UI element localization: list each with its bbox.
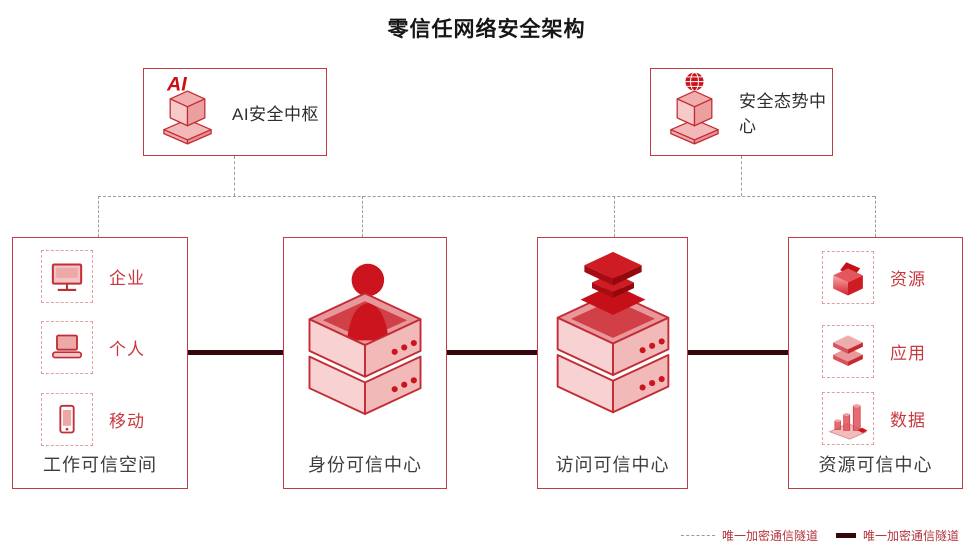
identity-server-icon [298, 255, 432, 423]
dashed-connector-ai-down [234, 156, 235, 196]
mobile-icon [41, 393, 93, 446]
item-label: 企业 [109, 269, 145, 288]
workspace-item-mobile: 移动 [41, 393, 145, 446]
dashed-connector-horizontal [98, 196, 875, 197]
svg-text:AI: AI [166, 73, 187, 95]
dashed-connector-to-identity [362, 196, 363, 237]
access-server-icon [546, 250, 680, 423]
dashed-connector-to-resource [875, 196, 876, 237]
node-label: AI安全中枢 [232, 104, 320, 124]
legend-item-solid: 唯一加密通信隧道 [835, 527, 959, 544]
laptop-icon [41, 321, 93, 374]
ai-pedestal-icon: AI [156, 72, 219, 153]
item-label: 个人 [109, 340, 145, 359]
tunnel-line-identity-access [447, 350, 537, 355]
resource-item-data: 数据 [822, 392, 926, 445]
resource-cube-icon [822, 251, 874, 304]
identity-center-title: 身份可信中心 [308, 455, 422, 475]
diagram-title: 零信任网络安全架构 [387, 18, 586, 41]
resource-item-application: 应用 [822, 325, 926, 378]
resource-center-title: 资源可信中心 [818, 455, 933, 475]
resource-item-resource: 资源 [822, 251, 926, 304]
node-security-posture-center: 安全态势中心 [650, 68, 833, 156]
identity-center-box: 身份可信中心 [283, 237, 447, 489]
access-center-title: 访问可信中心 [555, 455, 670, 475]
workspace-box: 企业 个人 移动 工作可信空间 [12, 237, 188, 489]
desktop-icon [41, 250, 93, 303]
legend: 唯一加密通信隧道 唯一加密通信隧道 [680, 527, 959, 544]
legend-label: 唯一加密通信隧道 [721, 529, 818, 543]
solid-line-sample [835, 533, 856, 538]
dashed-connector-posture-down [741, 156, 742, 196]
resource-center-box: 资源 应用 [788, 237, 963, 489]
workspace-title: 工作可信空间 [43, 455, 157, 475]
item-label: 应用 [890, 344, 926, 363]
node-label: 安全态势中心 [739, 92, 827, 136]
tunnel-line-access-resource [688, 350, 788, 355]
data-bars-icon [822, 392, 874, 445]
dashed-connector-to-access [614, 196, 615, 237]
workspace-item-enterprise: 企业 [41, 250, 145, 303]
globe-pedestal-icon [663, 71, 726, 153]
dashed-connector-to-workspace [98, 196, 99, 237]
legend-item-dashed: 唯一加密通信隧道 [680, 527, 818, 544]
tunnel-line-workspace-identity [188, 350, 283, 355]
workspace-item-personal: 个人 [41, 321, 145, 374]
node-ai-security-hub: AI AI安全中枢 [143, 68, 327, 156]
item-label: 数据 [890, 411, 926, 430]
legend-label: 唯一加密通信隧道 [862, 529, 959, 543]
item-label: 移动 [109, 412, 145, 431]
dashed-line-sample [680, 535, 715, 536]
access-center-box: 访问可信中心 [537, 237, 688, 489]
app-layers-icon [822, 325, 874, 378]
item-label: 资源 [890, 270, 926, 289]
